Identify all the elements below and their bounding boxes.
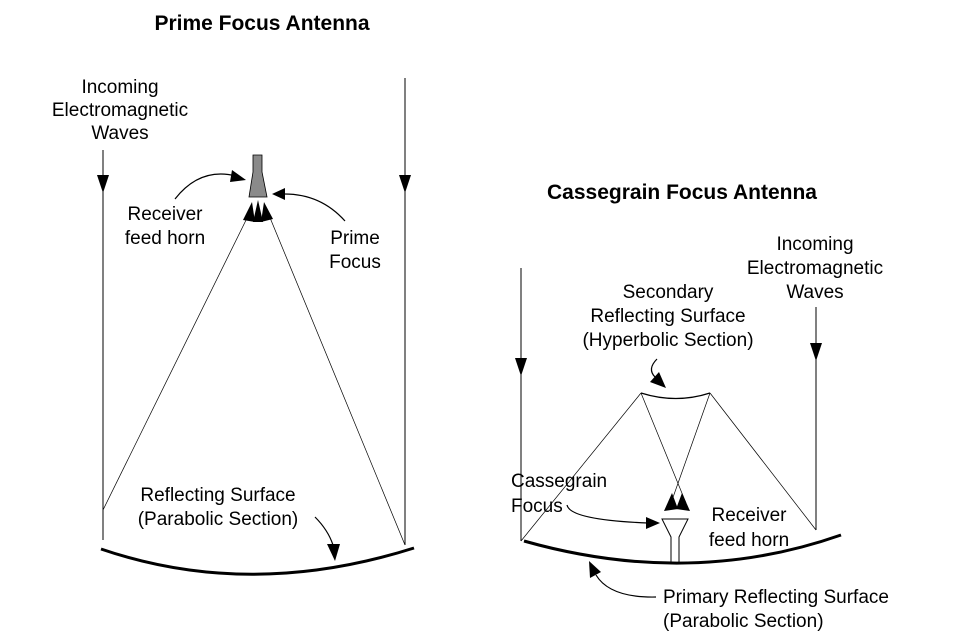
cass-focus-line-2: Focus [511,496,563,517]
cassegrain-title: Cassegrain Focus Antenna [547,181,817,204]
cass-primary-line-2: (Parabolic Section) [663,611,824,632]
cass-secondary-line-2: Reflecting Surface [590,306,745,327]
prime-focus-pointer-arrowhead [272,188,285,200]
cass-receiver-line-2: feed horn [709,530,789,551]
prime-ray-left-arrowhead [97,175,109,193]
cass-focus-pointer-arrowhead [646,517,660,529]
prime-title: Prime Focus Antenna [154,12,369,35]
cass-incoming-line-1: Incoming [776,234,853,255]
prime-incoming-line-1: Incoming [81,77,158,98]
prime-reflected-ray-right [265,207,406,546]
cass-incoming-line-3: Waves [786,282,843,303]
prime-incoming-line-2: Electromagnetic [52,100,188,121]
cass-secondary-pointer [650,358,658,378]
cass-primary-reflector [523,533,842,565]
cass-receiver-line-1: Receiver [712,505,788,526]
cass-feed-horn [661,518,689,564]
cass-primary-pointer-arrowhead [589,561,601,578]
prime-reflecting-pointer [314,516,334,546]
prime-focus-line-1: Prime [330,228,380,249]
cass-incoming-line-2: Electromagnetic [747,258,883,279]
prime-reflecting-line-1: Reflecting Surface [140,485,295,506]
prime-incoming-line-3: Waves [91,123,148,144]
prime-receiver-line-2: feed horn [125,228,205,249]
cass-ray-right-arrowhead [810,343,822,361]
cass-primary-line-1: Primary Reflecting Surface [663,587,889,608]
prime-receiver-pointer-arrowhead [230,170,246,182]
prime-ray-right-arrowhead [399,175,411,193]
prime-parabolic-reflector [100,546,415,576]
prime-reflecting-line-2: (Parabolic Section) [138,509,299,530]
cass-primary-pointer [595,574,657,598]
prime-receiver-pointer [174,173,237,200]
cass-primary-to-secondary-right [709,392,817,531]
cass-focus-pointer [566,504,649,524]
cass-secondary-pointer-arrowhead [650,372,666,388]
cass-ray-left-arrowhead [515,358,527,376]
prime-receiver-line-1: Receiver [128,204,204,225]
cass-focus-arrowhead-right [676,493,690,511]
prime-reflecting-pointer-arrowhead [327,544,340,561]
cass-secondary-to-focus-right [670,392,711,504]
cass-secondary-line-1: Secondary [623,282,714,303]
prime-focus-section: Prime Focus Antenna Incoming Electromagn… [52,12,415,576]
cass-secondary-reflector [640,392,711,400]
prime-focus-arrowhead-center [253,200,263,222]
cass-focus-line-1: Cassegrain [511,471,607,492]
prime-focus-line-2: Focus [329,252,381,273]
prime-reflected-ray-left [102,207,253,511]
prime-focus-pointer [281,193,346,222]
cass-focus-arrowhead-left [664,493,678,511]
prime-focus-arrowhead-right [261,202,273,222]
cass-primary-to-secondary-left [520,392,642,542]
cassegrain-section: Cassegrain Focus Antenna Incoming Electr… [511,181,889,632]
cass-secondary-to-focus-left [640,392,687,504]
prime-focus-arrowhead-left [243,202,255,222]
prime-feed-horn [248,154,268,198]
cass-secondary-line-3: (Hyperbolic Section) [582,330,753,351]
